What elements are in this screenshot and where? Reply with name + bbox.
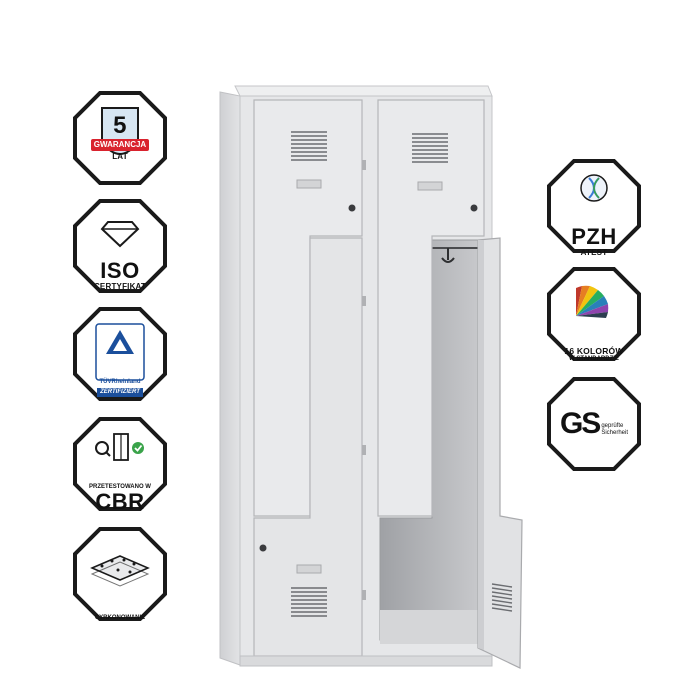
cbr-caption: PRZETESTOWANO W (89, 483, 151, 490)
hinge (362, 160, 366, 170)
check-icon (132, 442, 144, 454)
iso-subtitle: CERTYFIKAT (93, 282, 147, 291)
locker-icon (113, 433, 129, 461)
compartment-floor (380, 610, 478, 644)
gs-mark: GS (559, 407, 601, 440)
gs-caption-line2: Sicherheit (601, 430, 629, 436)
label-holder-left-lower (296, 564, 322, 574)
label-holder-left-upper (296, 179, 322, 189)
cabinet-side-panel (219, 91, 241, 666)
right-lower-z-door-open (477, 237, 523, 669)
warranty-band: GWARANCJA (90, 139, 150, 151)
magnifier-icon (95, 441, 111, 457)
pzh-subtitle: ATEST (580, 248, 608, 257)
left-upper-z-door (253, 99, 363, 517)
badge-colors: 16 KOLORÓW W STANDARDZIE (546, 266, 642, 362)
coat-hook-icon (441, 248, 455, 263)
cabinet-top (234, 85, 493, 97)
lock-left-lower (259, 544, 267, 552)
coating-layer-icon (90, 555, 150, 587)
vent-left-lower (291, 587, 327, 617)
right-upper-z-door (377, 99, 485, 517)
diamond-icon (100, 221, 140, 248)
badge-cbr: PRZETESTOWANO W CBR (72, 416, 168, 512)
tuv-band: ZERTIFIZIERT (97, 388, 143, 397)
cbr-title: CBR (95, 488, 145, 514)
warranty-number: 5 (113, 112, 127, 139)
tuv-brand: TÜVRheinland (99, 379, 141, 385)
lock-right-upper (470, 204, 478, 212)
badge-tuv: TÜVRheinland ZERTIFIZIERT (72, 306, 168, 402)
cyrkonowanie-caption: CYRKONOWANIE (94, 614, 146, 621)
iso-title: ISO (100, 258, 140, 283)
open-door-edge (478, 240, 484, 650)
label-holder-right-upper (417, 181, 443, 191)
colors-subtitle: W STANDARDZIE (569, 355, 619, 362)
vent-open-door (491, 583, 513, 612)
badge-gs: GS geprüfte Sicherheit (546, 376, 642, 472)
gs-caption-line1: geprüfte (601, 423, 624, 429)
warranty-unit: LAT (112, 152, 128, 161)
pzh-title: PZH (571, 224, 617, 249)
vent-right-upper (412, 133, 448, 163)
colors-title: 16 KOLORÓW (564, 345, 624, 356)
badge-pzh: PZH ATEST (546, 158, 642, 257)
badge-iso: ISO CERTYFIKAT (72, 198, 168, 294)
hinge (362, 296, 366, 306)
dna-icon (580, 174, 608, 202)
lock-left-upper (348, 204, 356, 212)
hinge (362, 445, 366, 455)
vent-left-upper (291, 131, 327, 161)
badge-cyrkonowanie: CYRKONOWANIE (72, 526, 168, 622)
color-fan-icon (576, 285, 609, 318)
hinge (362, 590, 366, 600)
badge-warranty: 5 GWARANCJA LAT (72, 90, 168, 186)
cabinet-base (239, 655, 493, 667)
